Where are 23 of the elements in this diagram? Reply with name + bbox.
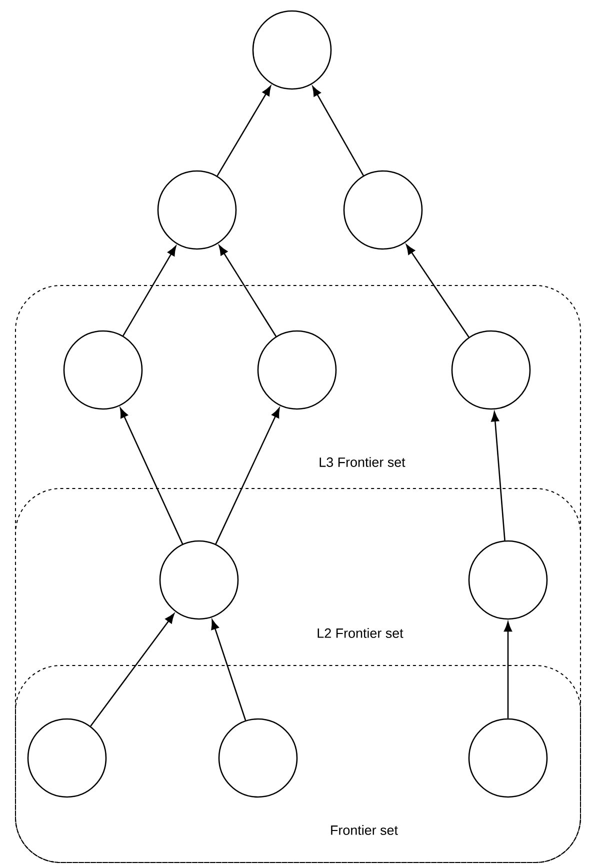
- arrow: [312, 86, 364, 176]
- arrow: [216, 86, 272, 176]
- circle-node: [468, 540, 548, 620]
- circle-node: [218, 718, 298, 798]
- arrow: [218, 245, 277, 337]
- arrow: [120, 408, 184, 544]
- circle-node: [252, 10, 332, 90]
- circle-node: [27, 718, 107, 798]
- circle-node: [451, 330, 531, 410]
- arrow: [491, 412, 506, 541]
- circle-node: [157, 170, 237, 250]
- arrow: [122, 246, 176, 336]
- dashed-region: Frontier set: [15, 665, 581, 863]
- arrow: [406, 244, 470, 338]
- circle-node: [343, 170, 423, 250]
- arrow: [215, 408, 280, 544]
- circle-node: [468, 718, 548, 798]
- arrow: [211, 620, 246, 721]
- circle-node: [159, 540, 239, 620]
- circle-node: [257, 330, 337, 410]
- arrow: [90, 613, 174, 727]
- circle-node: [63, 330, 143, 410]
- arrow: [504, 622, 512, 718]
